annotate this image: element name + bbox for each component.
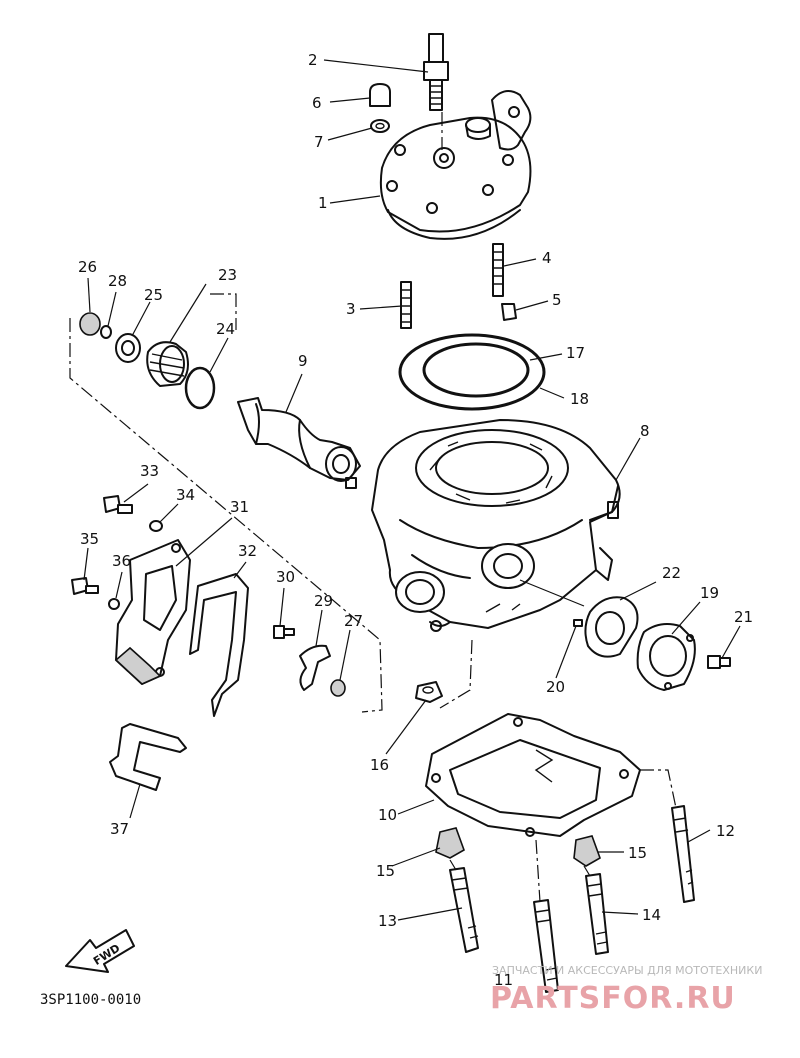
valve-holder	[146, 341, 189, 387]
callout-label: 26	[78, 258, 97, 276]
bolt	[71, 577, 99, 595]
o-ring	[398, 333, 546, 411]
stud-bolt	[585, 873, 609, 955]
assembly-line	[210, 293, 237, 330]
diagram-code: 3SP1100-0010	[40, 992, 141, 1008]
washer	[108, 598, 120, 610]
forward-arrow-icon: FWD	[65, 929, 135, 973]
callout-label: 16	[370, 756, 389, 774]
dowel-pin	[573, 619, 583, 627]
lever	[299, 644, 331, 691]
callout-label: 27	[344, 612, 363, 630]
callout-label: 6	[312, 94, 322, 112]
callout-label: 20	[546, 678, 565, 696]
callout-label: 1	[318, 194, 328, 212]
callout-label: 29	[314, 592, 333, 610]
callout-label: 33	[140, 462, 159, 480]
bolt	[273, 625, 295, 639]
stud-bolt	[449, 867, 479, 953]
assembly-line	[439, 639, 473, 709]
assembly-line	[535, 839, 541, 903]
cap-nut	[369, 83, 391, 107]
bolt	[707, 655, 731, 669]
callout-label: 22	[662, 564, 681, 582]
callout-label: 36	[112, 552, 131, 570]
callout-label: 35	[80, 530, 99, 548]
callout-label: 15	[628, 844, 647, 862]
callout-label: 3	[346, 300, 356, 318]
watermark-site: PARTSFOR.RU	[490, 981, 736, 1016]
callout-label: 28	[108, 272, 127, 290]
callout-label: 37	[110, 820, 129, 838]
leader-lines	[83, 59, 741, 921]
callout-labels: 1 2 3 4 5 6 7 8 9 10 11 12 13 14 15 15 1…	[78, 51, 753, 989]
callout-label: 4	[542, 249, 552, 267]
callout-label: 21	[734, 608, 753, 626]
callout-label: 14	[642, 906, 661, 924]
assembly-line	[583, 865, 591, 877]
callout-label: 5	[552, 291, 562, 309]
callout-label: 30	[276, 568, 295, 586]
callout-label: 23	[218, 266, 237, 284]
cover-gasket	[189, 573, 249, 717]
stud-bolt	[492, 243, 504, 297]
stud-bolt	[533, 899, 559, 993]
stud-bolt	[400, 281, 412, 329]
ring	[100, 325, 112, 339]
valve-cover	[636, 623, 696, 691]
callout-label: 9	[298, 352, 308, 370]
watermark-tagline: ЗАПЧАСТИ И АКСЕССУАРЫ ДЛЯ МОТОТЕХНИКИ	[492, 964, 762, 977]
dowel-pin	[573, 835, 601, 867]
collar	[79, 312, 101, 336]
callout-label: 12	[716, 822, 735, 840]
nut	[415, 681, 443, 703]
callout-label: 8	[640, 422, 650, 440]
washer	[149, 520, 163, 532]
callout-label: 2	[308, 51, 318, 69]
callout-label: 32	[238, 542, 257, 560]
valve-shaft	[237, 397, 361, 489]
callout-label: 24	[216, 320, 235, 338]
cylinder-head	[379, 90, 532, 240]
cable-holder	[109, 723, 187, 791]
callout-label: 31	[230, 498, 249, 516]
base-gasket	[425, 713, 641, 837]
callout-label: 13	[378, 912, 397, 930]
callout-label: 34	[176, 486, 195, 504]
callout-label: 17	[566, 344, 585, 362]
callout-label: 11	[494, 971, 513, 989]
o-ring	[184, 366, 216, 410]
spark-plug	[423, 33, 449, 111]
cover-gasket	[584, 596, 639, 658]
callout-label: 7	[314, 133, 324, 151]
bolt	[103, 495, 133, 514]
callout-label: 15	[376, 862, 395, 880]
valve-cover	[114, 539, 191, 685]
bearing	[115, 333, 141, 363]
collar	[330, 679, 346, 697]
callout-label: 10	[378, 806, 397, 824]
dowel-pin	[435, 827, 465, 859]
stud-bolt	[671, 805, 695, 903]
nut	[501, 303, 517, 321]
callout-label: 19	[700, 584, 719, 602]
callout-label: 25	[144, 286, 163, 304]
assembly-line	[640, 769, 677, 809]
cylinder	[371, 419, 621, 632]
callout-label: 18	[570, 390, 589, 408]
washer	[370, 119, 390, 133]
assembly-line	[449, 859, 457, 871]
